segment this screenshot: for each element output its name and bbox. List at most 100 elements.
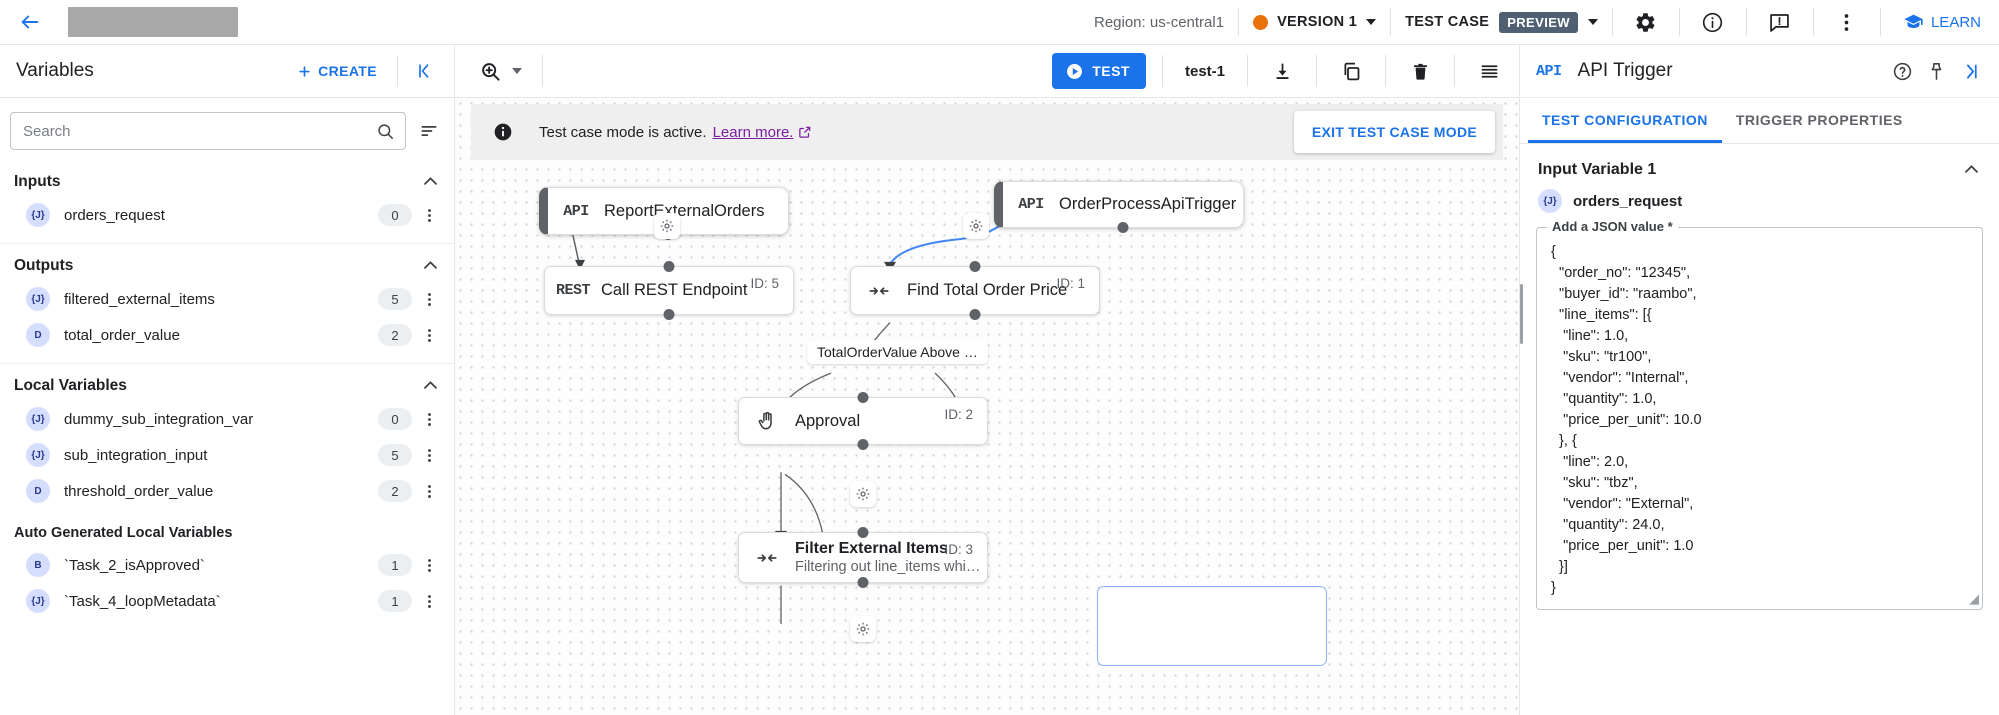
node-output-port[interactable] <box>1117 222 1129 233</box>
plus-icon <box>299 65 310 77</box>
list-item[interactable]: {J} `Task_4_loopMetadata` 1 <box>0 583 454 619</box>
canvas-area: TEST test-1 <box>455 45 1519 715</box>
tab-trigger-properties[interactable]: TRIGGER PROPERTIES <box>1735 112 1903 128</box>
panel-scrollbar[interactable] <box>1520 284 1523 344</box>
edge-condition-label[interactable]: TotalOrderValue Above … <box>807 340 988 364</box>
divider <box>1879 8 1881 36</box>
external-link-icon[interactable] <box>798 125 812 139</box>
node-input-port[interactable] <box>857 392 869 403</box>
section-header[interactable]: Local Variables <box>0 364 454 401</box>
collapse-right-icon[interactable] <box>1953 54 1987 88</box>
more-vert-icon[interactable] <box>416 286 442 312</box>
help-icon[interactable] <box>1885 54 1919 88</box>
search-input[interactable] <box>23 122 376 140</box>
exit-test-case-mode-button[interactable]: EXIT TEST CASE MODE <box>1293 111 1495 153</box>
variable-count: 2 <box>378 324 412 346</box>
flow-canvas[interactable]: Test case mode is active. Learn more. EX… <box>455 98 1519 715</box>
list-item[interactable]: {J} orders_request 0 <box>0 197 454 233</box>
edge-config-gear-icon[interactable] <box>654 213 680 239</box>
section-header[interactable]: Outputs <box>0 244 454 281</box>
download-icon[interactable] <box>1264 53 1300 89</box>
variable-name: threshold_order_value <box>64 482 214 500</box>
section-inputs: Inputs {J} orders_request 0 <box>0 160 454 244</box>
list-icon[interactable] <box>1471 53 1507 89</box>
create-variable-button[interactable]: CREATE <box>289 59 385 83</box>
node-approval[interactable]: Approval ID: 2 <box>738 392 988 450</box>
node-placeholder-card[interactable] <box>1097 586 1327 666</box>
more-vert-icon[interactable] <box>416 588 442 614</box>
variable-name: `Task_4_loopMetadata` <box>64 592 221 610</box>
version-label: VERSION 1 <box>1277 14 1358 30</box>
gear-icon[interactable] <box>1627 3 1665 41</box>
input-variable-section-header[interactable]: Input Variable 1 <box>1534 144 1985 187</box>
edge-config-gear-icon[interactable] <box>850 616 876 642</box>
node-title: Call REST Endpoint <box>601 281 748 299</box>
node-output-port[interactable] <box>663 309 675 320</box>
node-input-port[interactable] <box>663 261 675 272</box>
list-item[interactable]: {J} filtered_external_items 5 <box>0 281 454 317</box>
node-input-port[interactable] <box>969 261 981 272</box>
edge-config-gear-icon[interactable] <box>850 481 876 507</box>
list-item[interactable]: {J} sub_integration_input 5 <box>0 437 454 473</box>
more-vert-icon[interactable] <box>416 322 442 348</box>
zoom-control[interactable] <box>475 56 526 87</box>
json-value-text[interactable]: { "order_no": "12345", "buyer_id": "raam… <box>1551 244 1702 596</box>
node-find-total-order-price[interactable]: Find Total Order Price ID: 1 <box>850 261 1100 320</box>
section-title: Input Variable 1 <box>1538 160 1657 178</box>
more-vert-icon[interactable] <box>416 202 442 228</box>
list-item[interactable]: D total_order_value 2 <box>0 317 454 353</box>
input-variable-row: {J} orders_request <box>1534 187 1985 219</box>
node-output-port[interactable] <box>857 439 869 450</box>
more-vert-icon[interactable] <box>416 478 442 504</box>
collapse-left-icon[interactable] <box>410 56 440 86</box>
list-item[interactable]: B `Task_2_isApproved` 1 <box>0 547 454 583</box>
section-title: Inputs <box>14 172 61 190</box>
node-filter-external-items[interactable]: Filter External Items Filtering out line… <box>738 527 988 588</box>
canvas-toolbar: TEST test-1 <box>455 45 1519 98</box>
node-title: Approval <box>795 411 861 430</box>
test-button[interactable]: TEST <box>1052 53 1146 89</box>
version-selector[interactable]: VERSION 1 <box>1253 14 1377 30</box>
edge-config-gear-icon[interactable] <box>963 213 989 239</box>
sort-icon[interactable] <box>414 116 444 146</box>
list-item[interactable]: D threshold_order_value 2 <box>0 473 454 509</box>
variable-count: 5 <box>378 288 412 310</box>
node-call-rest-endpoint[interactable]: REST Call REST Endpoint ID: 5 <box>544 261 794 320</box>
chevron-up-icon[interactable] <box>421 172 440 191</box>
rest-glyph: REST <box>555 282 591 299</box>
api-icon: API <box>1536 62 1562 80</box>
test-case-selector[interactable]: TEST CASE PREVIEW <box>1405 11 1598 33</box>
more-vert-icon[interactable] <box>416 406 442 432</box>
list-item[interactable]: {J} dummy_sub_integration_var 0 <box>0 401 454 437</box>
chevron-up-icon[interactable] <box>421 256 440 275</box>
delete-icon[interactable] <box>1402 53 1438 89</box>
variable-count: 5 <box>378 444 412 466</box>
learn-button[interactable]: LEARN <box>1895 12 1989 33</box>
tab-test-configuration[interactable]: TEST CONFIGURATION <box>1528 98 1722 143</box>
resize-handle[interactable]: ◢ <box>1969 591 1979 606</box>
json-type-badge: {J} <box>26 203 50 227</box>
variable-name: `Task_2_isApproved` <box>64 556 205 574</box>
info-icon[interactable] <box>1694 3 1732 41</box>
test-case-name[interactable]: test-1 <box>1184 62 1225 80</box>
more-vert-icon[interactable] <box>1828 3 1866 41</box>
back-arrow-icon[interactable] <box>14 6 46 38</box>
section-header[interactable]: Inputs <box>0 160 454 197</box>
section-header-auto-generated: Auto Generated Local Variables <box>0 509 454 547</box>
node-order-process-api-trigger[interactable]: API OrderProcessApiTrigger <box>994 181 1244 233</box>
pin-icon[interactable] <box>1919 54 1953 88</box>
feedback-icon[interactable] <box>1761 3 1799 41</box>
json-value-field[interactable]: Add a JSON value * { "order_no": "12345"… <box>1536 219 1983 610</box>
node-id: ID: 2 <box>944 407 973 422</box>
chevron-up-icon[interactable] <box>1962 160 1981 179</box>
learn-more-link[interactable]: Learn more. <box>712 123 794 141</box>
node-output-port[interactable] <box>857 577 869 588</box>
chevron-up-icon[interactable] <box>421 376 440 395</box>
more-vert-icon[interactable] <box>416 552 442 578</box>
search-box[interactable] <box>10 112 406 150</box>
copy-icon[interactable] <box>1333 53 1369 89</box>
more-vert-icon[interactable] <box>416 442 442 468</box>
node-output-port[interactable] <box>969 309 981 320</box>
mapping-icon <box>851 280 907 302</box>
node-input-port[interactable] <box>857 527 869 538</box>
